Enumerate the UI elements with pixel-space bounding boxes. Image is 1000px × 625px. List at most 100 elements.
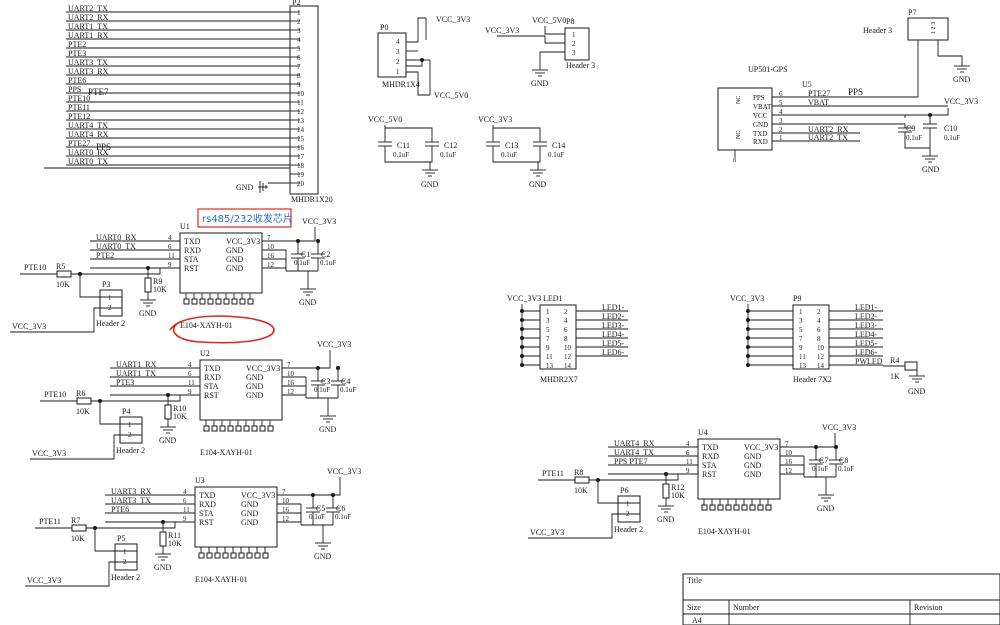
module-pin-name: RXD xyxy=(204,373,221,382)
p2-net-label: UART1_RX xyxy=(68,31,109,40)
p2-net-label: UART1_TX xyxy=(68,22,108,31)
module-vcc-net: VCC_3V3 xyxy=(327,467,361,476)
led1-pin: 4 xyxy=(564,317,568,325)
p7-ref: P7 xyxy=(908,8,916,17)
p2-net-label: PTE12 xyxy=(68,112,90,121)
header2-pin: 1 xyxy=(626,500,630,508)
decap-val: 0.1uF xyxy=(393,151,409,159)
annotation: rs485/232收发芯片 xyxy=(169,208,293,344)
header2-part: Header 2 xyxy=(111,573,140,582)
p0-pin: 1 xyxy=(396,68,400,76)
p9-pin: 3 xyxy=(799,317,803,325)
gps-pin-net: PTE27 xyxy=(808,89,830,98)
p9-pin: 5 xyxy=(799,326,803,334)
p2-pte7-label: PTE7 xyxy=(88,87,109,97)
module-pin-number: 16 xyxy=(287,379,295,387)
module-pin-name: GND xyxy=(744,470,762,479)
module-cap-val: 0.1uF xyxy=(340,386,356,394)
p2-pin-number: 1 xyxy=(297,9,301,17)
p8-net-5v: VCC_5V0 xyxy=(532,16,566,25)
module-pin-name: RST xyxy=(204,391,219,400)
module-r-val: 10K xyxy=(71,534,85,543)
gps-vcc-net: VCC_3V3 xyxy=(944,97,978,106)
module-body xyxy=(194,486,278,548)
tb-size-val: A4 xyxy=(692,616,702,625)
p9-ref: P9 xyxy=(793,294,801,303)
p2-pin-number: 4 xyxy=(297,36,301,44)
module-body xyxy=(179,232,263,294)
module-pin-number: 16 xyxy=(267,252,275,260)
p2-pin-number: 17 xyxy=(297,153,305,161)
red-circle-mark xyxy=(169,315,275,344)
led1-part: MHDR2X7 xyxy=(540,375,578,384)
module-rpd-ref: R12 xyxy=(671,483,684,492)
p8-ref: P8 xyxy=(566,17,574,26)
header2-ref: P4 xyxy=(122,407,130,416)
module-pin-number: 6 xyxy=(168,243,172,251)
module-pin-name: GND xyxy=(246,382,264,391)
p9-pin: 10 xyxy=(817,344,825,352)
module-pin-number: 7 xyxy=(267,234,271,242)
p2-pin-number: 13 xyxy=(297,117,305,125)
svg-text:GND: GND xyxy=(319,425,337,434)
annotation-box xyxy=(197,208,292,228)
module-pin-name: TXD xyxy=(702,443,719,452)
gps-pin-name: TXD xyxy=(753,130,767,138)
header2-part: Header 2 xyxy=(614,525,643,534)
module-en-net: PTE10 xyxy=(24,263,46,272)
svg-text:GND: GND xyxy=(154,563,172,572)
module-pin-name: STA xyxy=(702,461,717,470)
p0-pin: 3 xyxy=(396,48,400,56)
p2-net-label: PTE10 xyxy=(68,94,90,103)
header2-body xyxy=(119,416,143,444)
led1-pin: 3 xyxy=(546,317,550,325)
gps-pin-number: 3 xyxy=(779,117,783,125)
led1-pin: 8 xyxy=(564,335,568,343)
module-cap-val: 0.1uF xyxy=(838,465,854,473)
module-net-rx: UART3_RX xyxy=(111,487,152,496)
led1-pin: 1 xyxy=(546,308,550,316)
led1-pin: 10 xyxy=(564,344,572,352)
p7-part: Header 3 xyxy=(863,26,892,35)
module-pin-name: VCC_3V3 xyxy=(246,364,280,373)
module-r-ref: R5 xyxy=(56,262,65,271)
p0-top-net: VCC_3V3 xyxy=(436,15,470,24)
module-cap-b: C4 xyxy=(341,377,350,386)
module-net-tx: UART3_TX xyxy=(111,496,151,505)
module-pin-number: 4 xyxy=(183,488,187,496)
decoupling-caps: VCC_5V0 VCC_3V3 C110.1uFC120.1uFC130.1uF… xyxy=(368,115,565,189)
p8-pin: 1 xyxy=(572,31,576,39)
module-pin-name: GND xyxy=(226,246,244,255)
p2-net-label: PTE3 xyxy=(68,49,86,58)
module-en-vcc: VCC_3V3 xyxy=(530,528,564,537)
header2-pin: 1 xyxy=(128,421,132,429)
tb-number: Number xyxy=(733,603,760,612)
module-pin-number: 12 xyxy=(267,261,275,269)
p2-net-label: UART2_TX xyxy=(68,4,108,13)
header2-body xyxy=(99,289,123,317)
svg-text:GND: GND xyxy=(299,298,317,307)
p9-net: LED2- xyxy=(855,312,878,321)
gps-pin-number: 1 xyxy=(779,134,783,142)
led1-ref: LED1 xyxy=(543,294,563,303)
p0-ref: P0 xyxy=(380,23,388,32)
annotation-text: rs485/232收发芯片 xyxy=(202,212,293,225)
module-pin-number: 4 xyxy=(168,234,172,242)
gps-pin-number: 5 xyxy=(779,99,783,107)
module-pin-name: STA xyxy=(199,509,214,518)
module-pin-name: TXD xyxy=(199,491,216,500)
svg-text:GND: GND xyxy=(531,79,549,88)
p9-r-ref: R4 xyxy=(890,356,899,365)
module-part: E104-XAYH-01 xyxy=(698,527,751,536)
svg-text:GND: GND xyxy=(922,165,940,174)
module-cap-val: 0.1uF xyxy=(335,513,351,521)
module-net-rx: UART0_RX xyxy=(96,233,137,242)
p7-pins: 1 2 3 xyxy=(931,22,937,34)
module-pin-name: TXD xyxy=(184,237,201,246)
led1-pin: 7 xyxy=(546,335,550,343)
module-pin-name: STA xyxy=(204,382,219,391)
